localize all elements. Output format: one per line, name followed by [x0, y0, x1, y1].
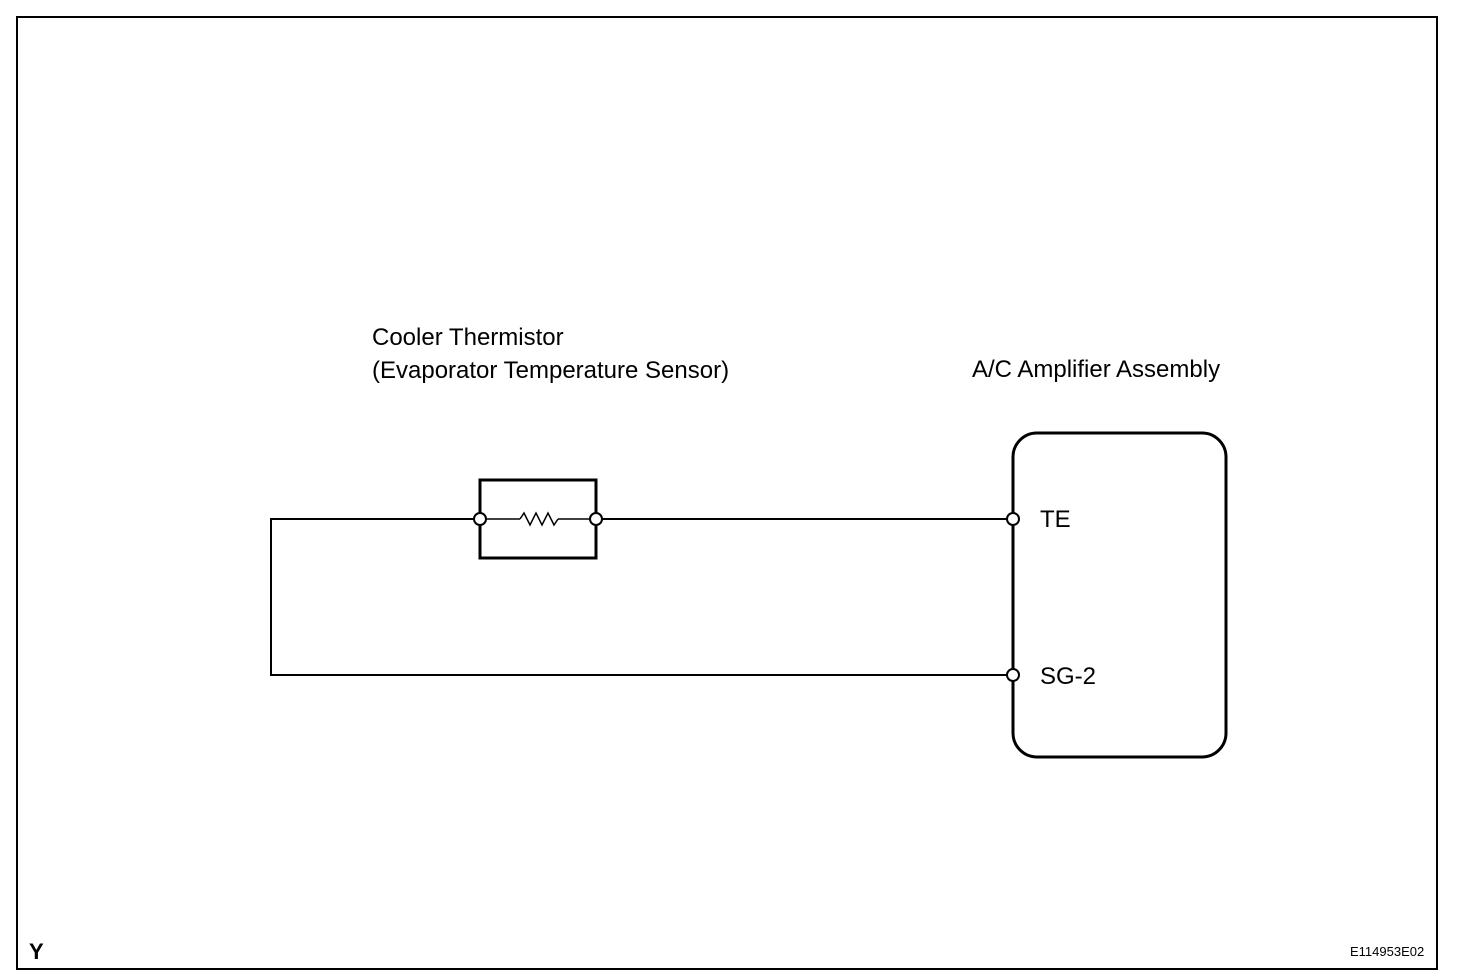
diagram-frame — [16, 16, 1438, 970]
area-code: Y — [29, 939, 44, 964]
amplifier-box — [1011, 431, 1228, 759]
amplifier-pin-sg2 — [1006, 668, 1020, 682]
pin-label-te: TE — [1040, 506, 1071, 533]
amplifier-name: A/C Amplifier Assembly — [972, 356, 1221, 383]
pin-label-sg2: SG-2 — [1040, 663, 1097, 690]
figure-id: E114953E02 — [1350, 944, 1425, 959]
sensor-name-line1: Cooler Thermistor — [372, 324, 564, 351]
thermistor-terminal-left — [473, 512, 487, 526]
resistor-zigzag — [519, 511, 559, 527]
amplifier-pin-te — [1006, 512, 1020, 526]
thermistor-terminal-right — [589, 512, 603, 526]
sensor-name-line2: (Evaporator Temperature Sensor) — [372, 357, 730, 384]
